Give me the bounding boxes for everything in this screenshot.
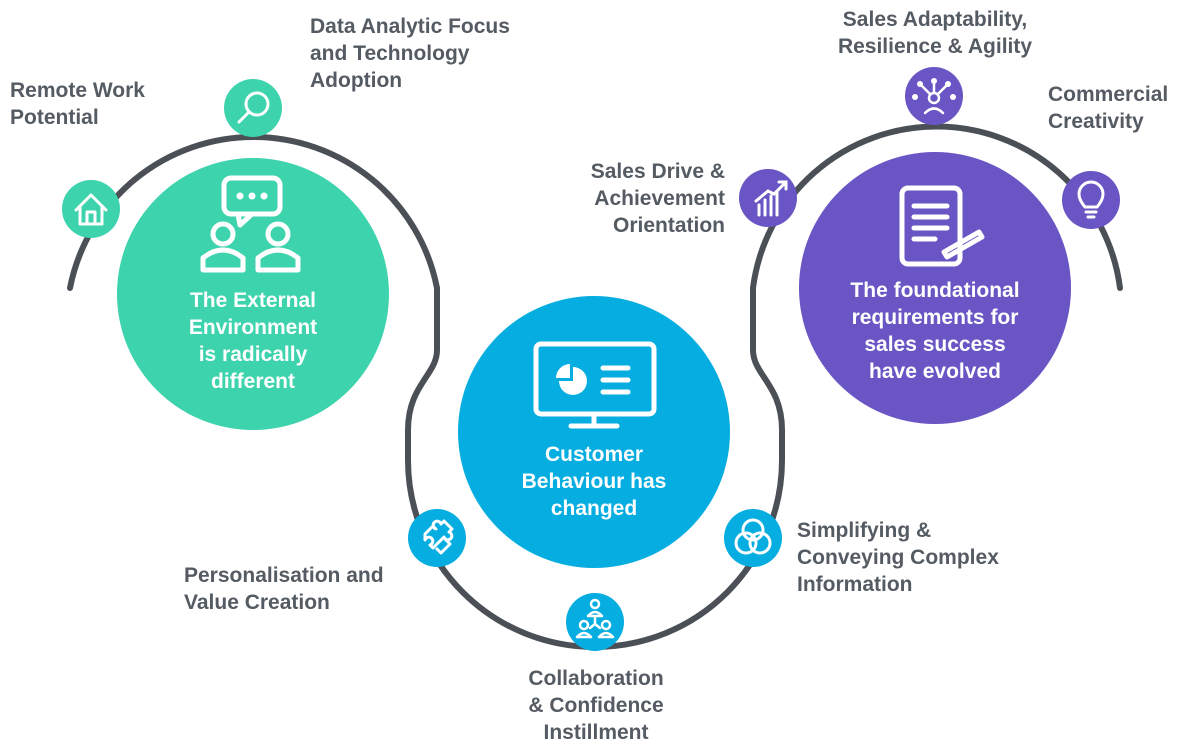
label-line: Adoption [310,69,403,92]
magnifier-icon [237,91,270,124]
collaboration-node [566,593,624,651]
label-line: Conveying Complex [797,546,999,569]
commercial-label: Commercial Creativity [1048,81,1168,135]
label-line: Information [797,573,913,596]
external-hub-line: is radically [198,343,308,366]
label-line: Orientation [612,214,725,237]
customer-hub-line: Behaviour has [521,470,667,493]
label-line: Achievement [594,187,725,210]
simplifying-node [724,509,782,567]
personalisation-node [408,509,466,567]
remote-work-label: Remote Work Potential [10,77,145,131]
requirements-hub-line: sales success [864,333,1006,356]
adaptability-node [905,67,963,125]
personalisation-label: Personalisation and Value Creation [184,562,384,616]
sales-drive-node [739,169,797,227]
lightbulb-icon [1077,180,1105,219]
customer-behaviour-hub [458,296,730,568]
external-hub-line: The External [189,289,317,312]
label-line: Simplifying & [797,519,932,542]
label-line: Creativity [1048,110,1144,133]
data-analytic-label: Data Analytic Focus and Technology Adopt… [310,13,510,94]
label-line: Value Creation [184,591,330,614]
external-hub-text: The External Environment is radically di… [153,287,353,395]
label-line: Resilience & Agility [837,35,1033,58]
label-line: Sales Adaptability, [842,8,1028,31]
customer-hub-text: Customer Behaviour has changed [494,441,694,522]
label-line: Sales Drive & [590,160,725,183]
requirements-hub [799,152,1071,424]
people-chat-icon [200,175,301,273]
house-icon [74,193,108,226]
adaptability-label: Sales Adaptability, Resilience & Agility [815,6,1055,60]
label-line: Collaboration [528,667,664,690]
label-line: Commercial [1048,83,1169,106]
customer-hub-line: changed [550,497,638,520]
collaboration-label: Collaboration & Confidence Instillment [496,665,696,746]
team-network-icon [575,598,615,639]
pie-chart-glyph [556,364,587,395]
requirements-hub-text: The foundational requirements for sales … [820,277,1050,385]
document-pen-icon [899,185,985,267]
label-line: Potential [10,106,99,129]
customer-hub-line: Customer [544,443,644,466]
monitor-chart-icon [533,341,657,429]
chat-dots [236,192,268,200]
network-person-icon [920,82,948,115]
label-line: Instillment [543,721,649,744]
label-line: & Confidence [528,694,664,717]
external-environment-hub [117,158,389,430]
venn-icon [734,518,772,555]
external-hub-line: Environment [188,316,318,339]
sales-drive-label: Sales Drive & Achievement Orientation [525,158,725,239]
requirements-hub-line: have evolved [869,360,1001,383]
label-line: Remote Work [10,79,145,102]
external-hub-line: different [211,370,295,393]
label-line: Data Analytic Focus [310,15,510,38]
remote-work-node [62,180,120,238]
requirements-hub-line: The foundational [850,279,1020,302]
commercial-node [1062,171,1120,229]
label-line: and Technology [310,42,470,65]
network-dots [912,78,956,100]
puzzle-icon [423,519,454,555]
label-line: Personalisation and [184,564,384,587]
simplifying-label: Simplifying & Conveying Complex Informat… [797,517,999,598]
data-analytic-node [224,79,282,137]
growth-chart-icon [754,180,788,217]
requirements-hub-line: requirements for [851,306,1019,329]
